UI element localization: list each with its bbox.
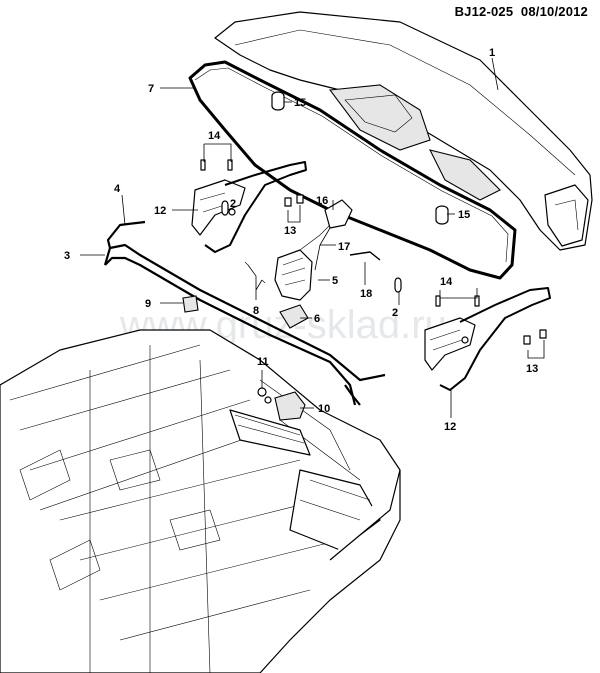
callout-3: 3	[64, 250, 70, 262]
callout-10: 10	[318, 403, 330, 415]
callout-18: 18	[360, 288, 372, 300]
callout-17: 17	[338, 241, 350, 253]
leader-lines	[80, 57, 545, 418]
callout-12-left: 12	[154, 205, 166, 217]
callout-13-left: 13	[284, 225, 296, 237]
lock-cylinder	[274, 391, 306, 421]
callout-15-upper: 15	[294, 97, 306, 109]
hinge-left	[191, 161, 307, 253]
callout-6: 6	[314, 313, 320, 325]
callout-7: 7	[148, 83, 154, 95]
callout-1: 1	[489, 47, 495, 59]
callout-14-left: 14	[208, 130, 221, 142]
torsion-bar-bracket	[182, 295, 199, 313]
callout-2-left: 2	[230, 198, 236, 210]
torsion-bar	[103, 220, 386, 406]
callout-5: 5	[332, 275, 338, 287]
vehicle-body-structure	[0, 329, 401, 673]
callout-4: 4	[114, 183, 121, 195]
callout-14-right: 14	[440, 276, 453, 288]
callout-12-right: 12	[444, 421, 456, 433]
callout-11: 11	[257, 356, 269, 368]
callout-9: 9	[145, 298, 151, 310]
release-actuator	[314, 199, 381, 271]
callout-8: 8	[253, 305, 259, 317]
callout-13-right: 13	[526, 363, 538, 375]
diagram-date: 08/10/2012	[520, 4, 588, 19]
trunk-weatherstrip	[188, 60, 517, 280]
hinge-right	[424, 287, 551, 391]
callout-2-right: 2	[392, 307, 398, 319]
callouts: 1 7 15 15 14 14 4 12 12 2 2 13 13 16 17 …	[64, 47, 538, 433]
trunk-lid	[214, 11, 593, 251]
diagram-ref: BJ12-025	[454, 4, 514, 19]
diagram-header: BJ12-025 08/10/2012	[455, 4, 588, 19]
callout-15-lower: 15	[458, 209, 470, 221]
callout-16: 16	[316, 195, 328, 207]
